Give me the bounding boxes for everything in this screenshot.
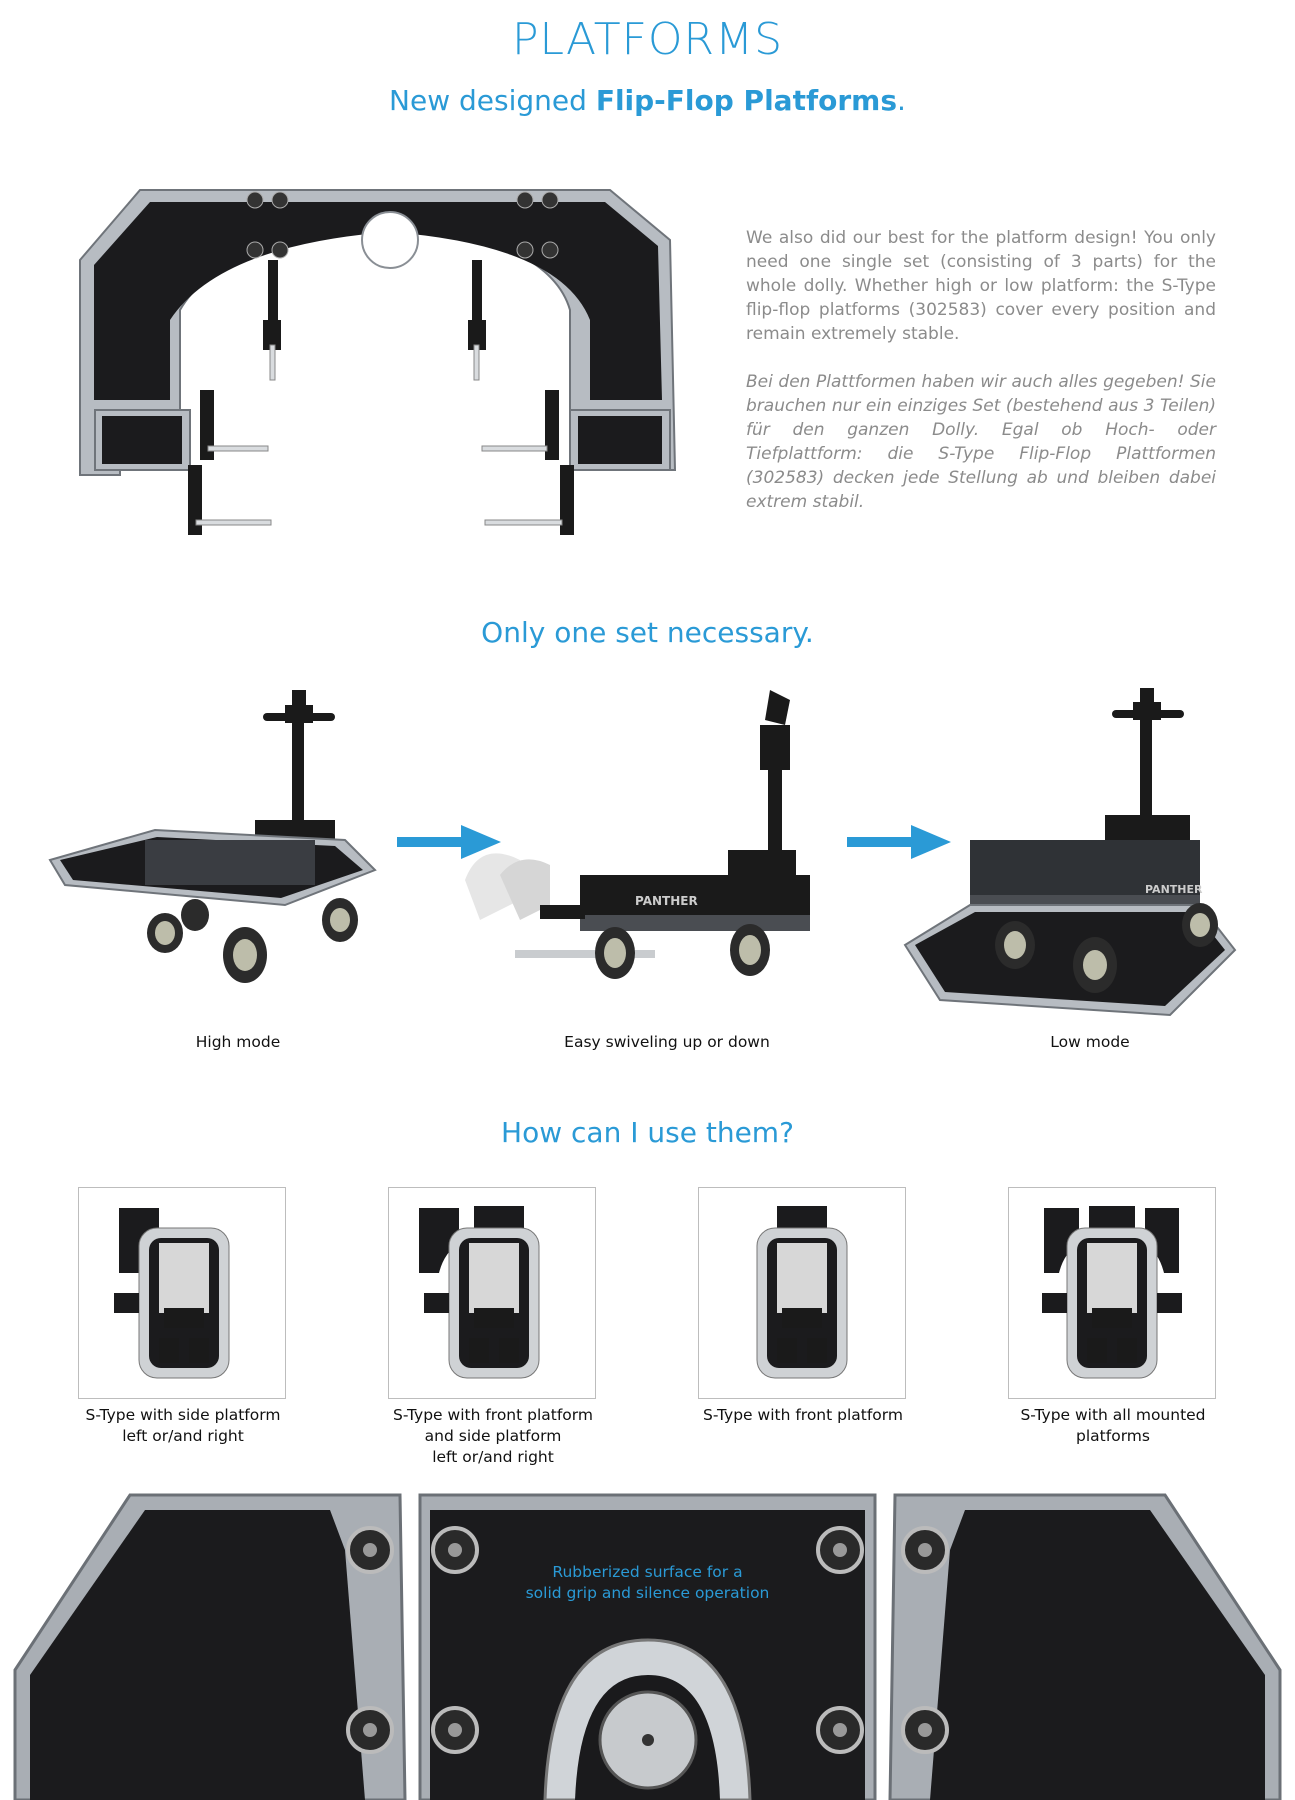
platform-config-image	[419, 1206, 540, 1379]
usage-caption-front: S-Type with front platform	[702, 1406, 903, 1424]
platform-closeup-image	[13, 1493, 1282, 1800]
platform-config-image	[114, 1208, 230, 1379]
dolly-low-mode-image: PANTHER	[903, 688, 1237, 1017]
platform-config-image	[1042, 1206, 1182, 1379]
usage-thumb-all	[1008, 1187, 1216, 1399]
subtitle-bold: Flip-Flop Platforms	[595, 84, 898, 117]
platform-config-image	[756, 1206, 848, 1379]
subtitle-suffix: .	[897, 84, 906, 117]
usage-caption-front-side: S-Type with front platform and side plat…	[392, 1406, 593, 1466]
modes-heading: Only one set necessary.	[481, 616, 814, 649]
dolly-high-mode-image	[48, 690, 377, 983]
dolly-swivel-image: PANTHER	[465, 690, 810, 979]
usage-caption-all: S-Type with all mounted platforms	[1020, 1406, 1206, 1445]
subtitle-prefix: New designed	[389, 84, 596, 117]
page-subtitle: New designed Flip-Flop Platforms.	[0, 84, 1295, 117]
svg-text:PANTHER: PANTHER	[1145, 883, 1203, 896]
usage-heading: How can I use them?	[501, 1116, 794, 1149]
svg-text:PANTHER: PANTHER	[635, 894, 698, 908]
usage-caption-side: S-Type with side platform left or/and ri…	[85, 1406, 281, 1445]
mode-caption-low: Low mode	[1050, 1033, 1130, 1051]
usage-thumb-front-side	[388, 1187, 596, 1399]
intro-german: Bei den Plattformen haben wir auch alles…	[746, 372, 1216, 512]
arrow-right-icon	[397, 825, 501, 859]
intro-english: We also did our best for the platform de…	[746, 228, 1216, 344]
page-title: PLATFORMS	[511, 14, 784, 65]
arrow-right-icon	[847, 825, 951, 859]
flip-flop-platform-image	[79, 189, 677, 535]
closeup-label: Rubberized surface for a solid grip and …	[525, 1563, 770, 1602]
usage-thumb-front	[698, 1187, 906, 1399]
usage-thumb-side	[78, 1187, 286, 1399]
mode-caption-swivel: Easy swiveling up or down	[564, 1033, 770, 1051]
mode-caption-high: High mode	[195, 1033, 281, 1051]
